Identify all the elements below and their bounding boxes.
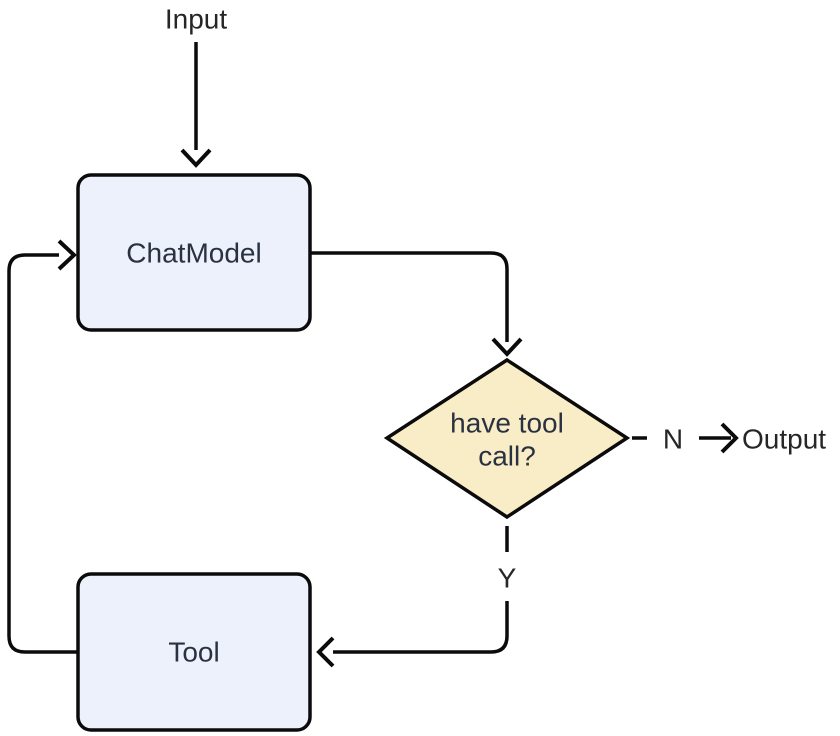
input-arrowhead-down-icon <box>180 148 212 168</box>
decision-label-line1: have tool <box>450 408 564 439</box>
no-edge-label: N <box>663 424 683 455</box>
tool-to-chatmodel-edge <box>7 253 78 654</box>
chatmodel-label: ChatModel <box>126 238 261 269</box>
decision-label-line2: call? <box>478 441 536 472</box>
output-arrowhead-right-icon <box>720 422 739 454</box>
output-label: Output <box>742 424 826 455</box>
input-label: Input <box>165 4 227 35</box>
decision-to-tool-edge <box>333 601 509 654</box>
tool-arrowhead-left-icon <box>316 636 335 668</box>
yes-edge-label: Y <box>498 563 517 594</box>
chatmodel-to-decision-edge <box>310 251 509 342</box>
tool-node <box>76 572 312 732</box>
decision-node <box>383 357 631 520</box>
tool-label: Tool <box>168 637 219 668</box>
loop-arrowhead-right-icon <box>57 239 77 271</box>
decision-arrowhead-down-icon <box>491 337 523 357</box>
